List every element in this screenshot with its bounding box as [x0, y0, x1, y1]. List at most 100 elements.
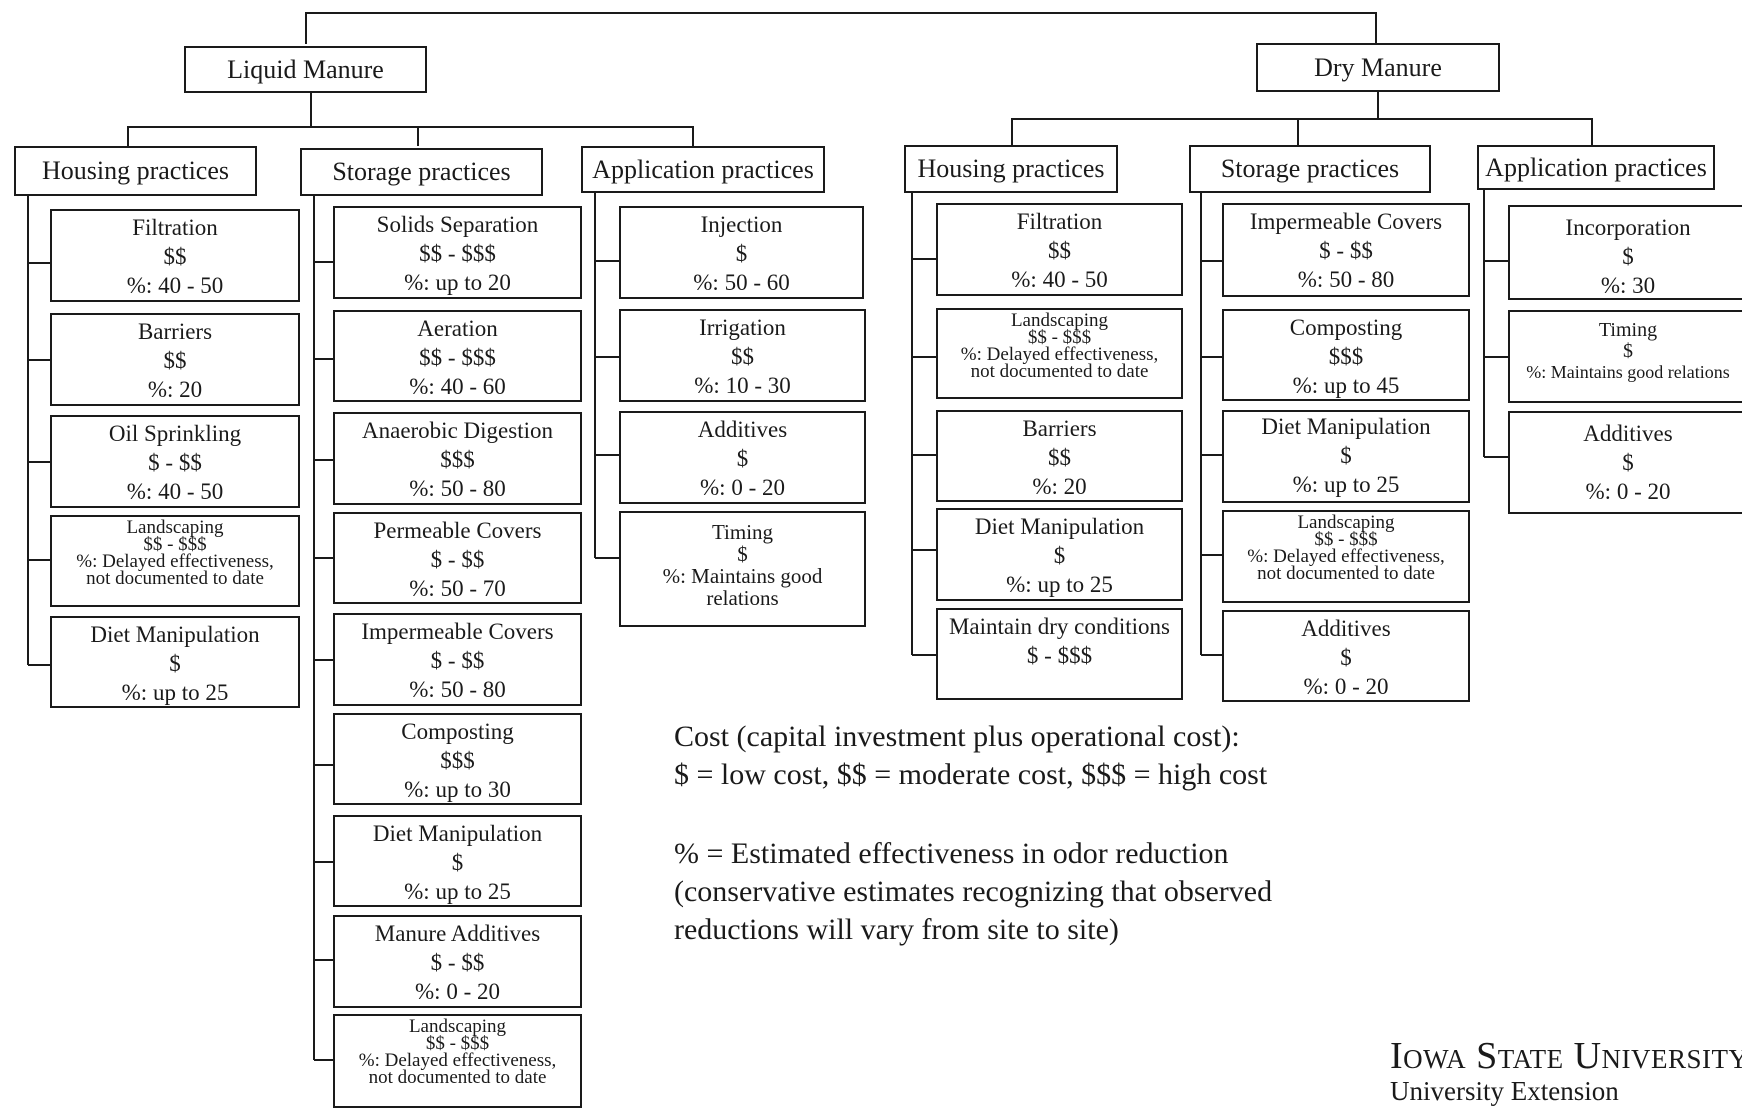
practice-box: Additives $ %: 0 - 20	[1222, 610, 1470, 702]
practice-cost: $	[451, 850, 464, 875]
practice-cost: $ - $$	[430, 547, 485, 572]
practice-box: Impermeable Covers $ - $$ %: 50 - 80	[333, 613, 582, 706]
practice-name: Landscaping	[408, 1016, 507, 1037]
dry-housing-title: Housing practices	[917, 154, 1105, 183]
practice-effectiveness: %: up to 20	[404, 270, 511, 295]
practice-cost: $$$	[1328, 344, 1364, 369]
practice-effectiveness: %: 40 - 60	[409, 374, 506, 399]
practice-cost: $$	[163, 348, 187, 373]
practice-name: Anaerobic Digestion	[362, 418, 553, 443]
practice-name: Diet Manipulation	[974, 514, 1145, 539]
practice-cost: $$	[1048, 445, 1071, 470]
practice-box: Irrigation $$ %: 10 - 30	[619, 309, 866, 402]
liquid-application-title: Application practices	[592, 154, 814, 184]
practice-note: not documented to date	[368, 1067, 547, 1088]
practice-name: Manure Additives	[374, 921, 541, 946]
practice-name: Maintain dry conditions	[948, 614, 1171, 639]
liquid-storage-title: Storage practices	[332, 157, 511, 186]
practice-name: Landscaping	[1297, 512, 1395, 533]
practice-cost: $$ - $$$	[419, 241, 496, 266]
liquid-bracket	[127, 126, 694, 146]
practice-effectiveness: %: 50 - 80	[409, 476, 506, 501]
dry-storage-header: Storage practices	[1189, 145, 1431, 193]
practice-effectiveness: %: 20	[147, 377, 203, 402]
practice-effectiveness: %: Maintains good	[662, 564, 823, 588]
dry-application-title: Application practices	[1485, 152, 1707, 182]
effectiveness-legend-line: % = Estimated effectiveness in odor redu…	[674, 837, 1229, 870]
practice-name: Composting	[1289, 315, 1403, 340]
dry-housing-header: Housing practices	[904, 145, 1118, 193]
practice-name: Permeable Covers	[373, 518, 542, 543]
practice-box: Barriers $$ %: 20	[936, 410, 1183, 502]
practice-box: Anaerobic Digestion $$$ %: 50 - 80	[333, 412, 582, 505]
logo-wordmark: Iowa State University	[1390, 1035, 1742, 1077]
practice-box: Incorporation $ %: 30	[1508, 205, 1742, 300]
practice-box: Landscaping $$ - $$$ %: Delayed effectiv…	[50, 515, 300, 607]
cost-legend: Cost (capital investment plus operationa…	[674, 718, 1267, 794]
practice-effectiveness: %: 20	[1032, 474, 1087, 499]
practice-box: Diet Manipulation $ %: up to 25	[50, 616, 300, 708]
practice-note: not documented to date	[1257, 563, 1435, 584]
practice-cost: $$ - $$$	[143, 534, 207, 555]
effectiveness-legend: % = Estimated effectiveness in odor redu…	[674, 835, 1272, 949]
practice-note: not documented to date	[970, 361, 1149, 382]
practice-box: Landscaping $$ - $$$ %: Delayed effectiv…	[936, 308, 1183, 399]
practice-box: Oil Sprinkling $ - $$ %: 40 - 50	[50, 415, 300, 508]
effectiveness-legend-line: (conservative estimates recognizing that…	[674, 875, 1273, 908]
practice-name: Timing	[711, 520, 774, 544]
practice-name: Additives	[1301, 616, 1391, 641]
practice-box: Filtration $$ %: 40 - 50	[50, 209, 300, 302]
practice-box: Barriers $$ %: 20	[50, 313, 300, 406]
liquid-housing-title: Housing practices	[41, 156, 229, 185]
practice-box: Manure Additives $ - $$ %: 0 - 20	[333, 915, 582, 1008]
practice-effectiveness: %: 50 - 70	[409, 576, 506, 601]
liquid-manure-box: Liquid Manure	[184, 46, 427, 93]
practice-cost: $$	[1048, 238, 1071, 263]
practice-box: Landscaping $$ - $$$ %: Delayed effectiv…	[1222, 510, 1470, 603]
practice-cost: $	[737, 542, 748, 566]
university-logo: Iowa State University University Extensi…	[1390, 1036, 1742, 1106]
practice-cost: $$	[731, 344, 754, 369]
cost-legend-line: $ = low cost, $$ = moderate cost, $$$ = …	[674, 758, 1268, 791]
practice-effectiveness: %: up to 30	[404, 777, 511, 802]
practice-box: Timing $ %: Maintains good relations	[619, 511, 866, 627]
practice-name: Timing	[1598, 319, 1658, 341]
practice-effectiveness: %: Delayed effectiveness,	[960, 344, 1159, 365]
dry-storage-title: Storage practices	[1220, 154, 1400, 183]
practice-effectiveness: %: up to 25	[1292, 472, 1400, 497]
practice-effectiveness: %: up to 25	[121, 680, 229, 705]
practice-cost: $$$	[440, 748, 475, 773]
practice-box: Filtration $$ %: 40 - 50	[936, 203, 1183, 296]
practice-effectiveness: %: 50 - 80	[1297, 267, 1395, 292]
practice-name: Diet Manipulation	[90, 622, 260, 647]
practice-name: Filtration	[132, 215, 218, 240]
practice-cost: $ - $$$	[1026, 643, 1093, 668]
dry-bracket	[1011, 118, 1593, 145]
practice-cost: $ - $$	[1319, 238, 1373, 263]
practice-effectiveness: %: 0 - 20	[415, 979, 500, 1004]
practice-effectiveness: %: 30	[1600, 273, 1656, 298]
practice-box: Diet Manipulation $ %: up to 25	[1222, 410, 1470, 503]
practice-cost: $	[736, 446, 749, 471]
practice-name: Composting	[401, 719, 514, 744]
practice-cost: $	[1340, 645, 1352, 670]
liquid-storage-header: Storage practices	[300, 148, 543, 196]
practice-cost: $	[1622, 244, 1634, 269]
practice-box: Diet Manipulation $ %: up to 25	[936, 508, 1183, 601]
logo-subtitle: University Extension	[1390, 1076, 1619, 1106]
practice-cost: $$ - $$$	[425, 1033, 490, 1054]
practice-cost: $	[1622, 450, 1634, 475]
practice-cost: $	[1053, 543, 1066, 568]
practice-box: Additives $ %: 0 - 20	[619, 411, 866, 504]
practice-name: Barriers	[137, 319, 213, 344]
practice-effectiveness: %: 0 - 20	[700, 475, 785, 500]
practice-name: Oil Sprinkling	[108, 421, 242, 446]
practice-box: Composting $$$ %: up to 45	[1222, 309, 1470, 401]
liquid-manure-title: Liquid Manure	[227, 54, 384, 84]
practice-name: Barriers	[1022, 416, 1097, 441]
practice-effectiveness: %: 40 - 50	[1011, 267, 1108, 292]
root-connector	[305, 12, 1377, 44]
practice-name: Landscaping	[1010, 310, 1109, 331]
practice-box: Solids Separation $$ - $$$ %: up to 20	[333, 206, 582, 299]
